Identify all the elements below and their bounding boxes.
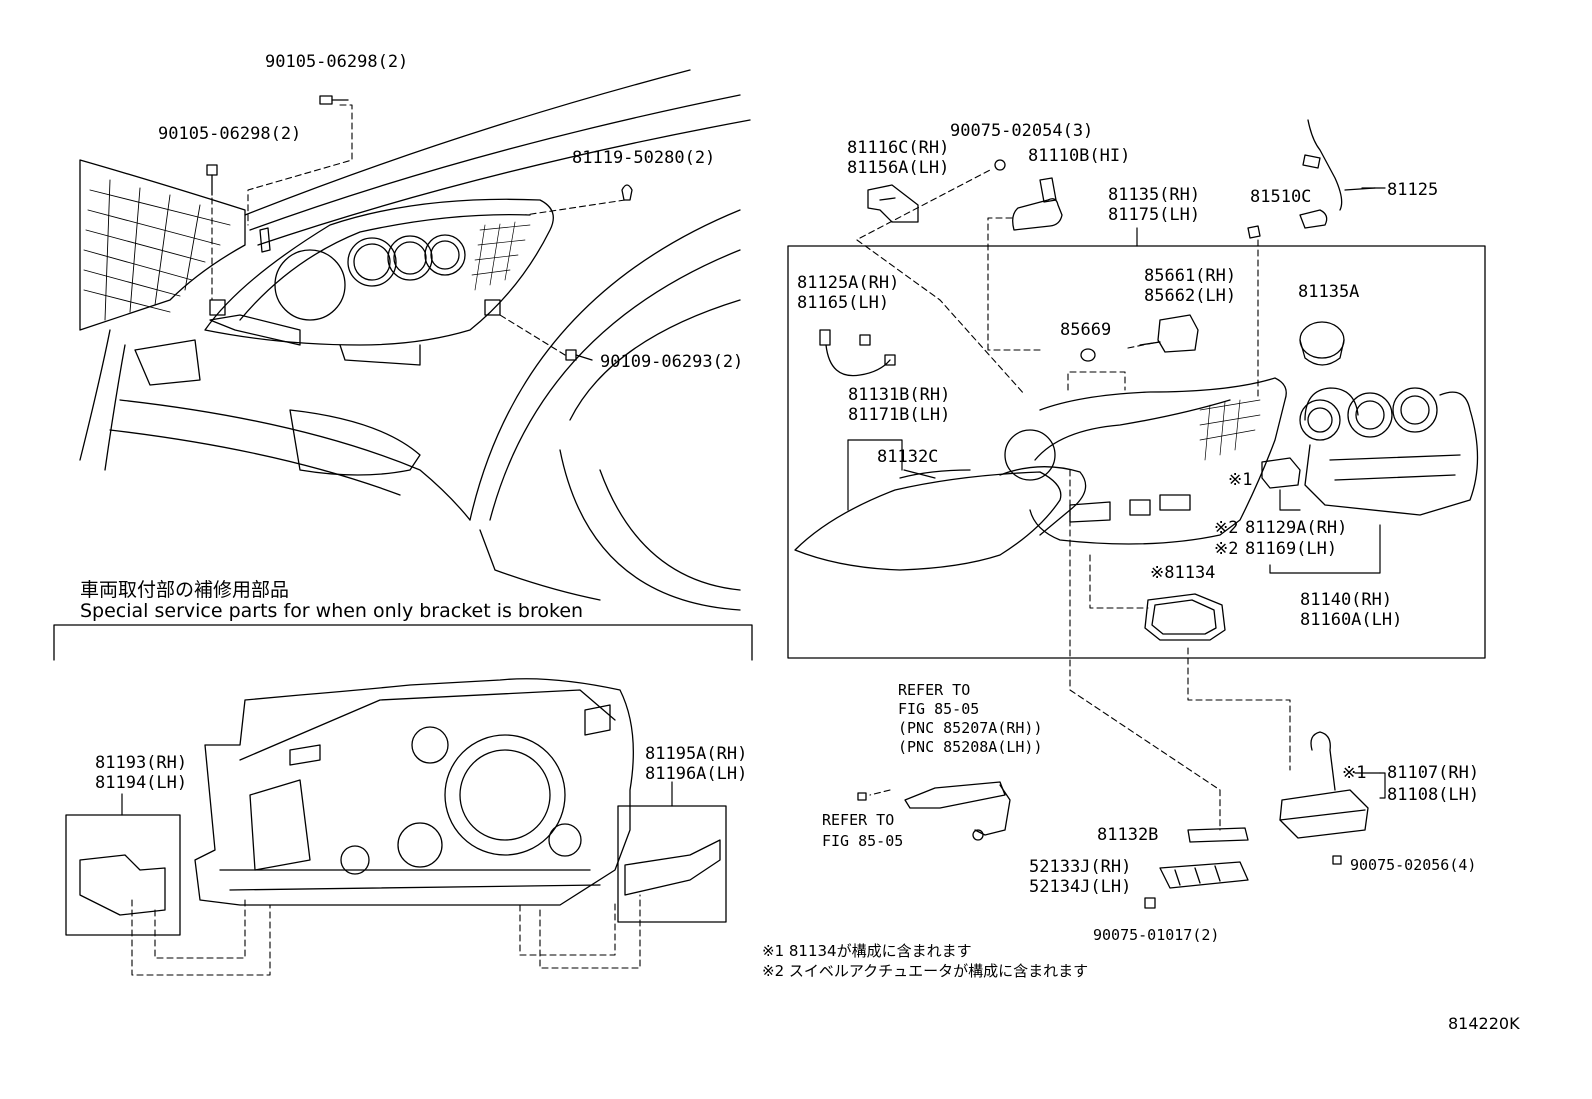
part-label-90075-02056[interactable]: 90075-02056(4) [1350,856,1477,874]
swivel-actuator-illustration [857,781,1011,841]
part-label-85661[interactable]: 85661(RH) [1144,266,1237,286]
ballast-81107-shape [1279,731,1369,865]
mark-note-1: ※1 [1228,470,1253,490]
headlamp-rear-illustration [194,678,634,906]
part-label-81510c[interactable]: 81510C [1250,187,1312,207]
part-label-81132b[interactable]: 81132B [1097,825,1159,845]
part-label-81135a[interactable]: 81135A [1298,282,1360,302]
part-label-81175[interactable]: 81175(LH) [1108,205,1201,225]
part-label-81119-50280[interactable]: 81119-50280(2) [572,148,716,168]
part-label-81134[interactable]: ※81134 [1150,563,1216,583]
vehicle-front-illustration [79,69,751,611]
part-label-81132c[interactable]: 81132C [877,447,939,467]
mark-note-2b: ※2 [1214,539,1239,559]
mark-note-2a: ※2 [1214,518,1239,538]
leader-lines-top-right [856,169,1291,831]
refer-note-1-line1: REFER TO [898,681,971,699]
part-label-81140[interactable]: 81140(RH) [1300,590,1393,610]
figure-id: 814220K [1448,1014,1520,1033]
part-label-81129a[interactable]: 81129A(RH) [1245,518,1348,538]
part-label-90105-06298-top[interactable]: 90105-06298(2) [265,52,409,72]
part-label-81160a[interactable]: 81160A(LH) [1300,610,1403,630]
bracket-right-shape [624,839,721,896]
refer-note-1-line2[interactable]: FIG 85-05 [898,700,980,718]
leader-lines-bottom-left [131,894,641,976]
part-label-81110b[interactable]: 81110B(HI) [1028,146,1131,166]
part-label-90105-06298-mid[interactable]: 90105-06298(2) [158,124,302,144]
part-label-85669[interactable]: 85669 [1060,320,1112,340]
part-label-81135[interactable]: 81135(RH) [1108,185,1201,205]
part-label-81125[interactable]: 81125 [1387,180,1439,200]
part-label-81107[interactable]: 81107(RH) [1387,763,1480,783]
part-label-81169[interactable]: 81169(LH) [1245,539,1338,559]
part-label-90109-06293[interactable]: 90109-06293(2) [600,352,744,372]
bracket-81132b-shape [1187,827,1249,843]
part-label-85662[interactable]: 85662(LH) [1144,286,1237,306]
bracket-box-left [65,814,181,936]
mark-note-1b: ※1 [1342,763,1367,783]
part-label-81195a[interactable]: 81195A(RH) [645,744,748,764]
footnote-2: ※2 スイベルアクチュエータが構成に含まれます [762,962,1089,980]
part-label-81196a[interactable]: 81196A(LH) [645,764,748,784]
part-label-81116c[interactable]: 81116C(RH) [847,138,950,158]
refer-note-1-line4: (PNC 85208A(LH)) [898,738,1043,756]
part-label-81108[interactable]: 81108(LH) [1387,785,1480,805]
bracket-left-shape [79,854,166,916]
refer-note-2-line2[interactable]: FIG 85-05 [822,832,904,850]
footnote-1: ※1 81134が構成に含まれます [762,942,972,960]
part-label-81131b[interactable]: 81131B(RH) [848,385,951,405]
part-label-81193[interactable]: 81193(RH) [95,753,188,773]
part-label-90075-01017[interactable]: 90075-01017(2) [1093,926,1220,944]
leader-lines-top-left [211,104,626,356]
bracket-52133j-shape [1144,861,1249,909]
section-title-en: Special service parts for when only brac… [80,600,584,622]
part-label-81165[interactable]: 81165(LH) [797,293,890,313]
section-title-jp: 車両取付部の補修用部品 [80,579,290,601]
refer-note-1-line3: (PNC 85207A(RH)) [898,719,1043,737]
part-label-81125a[interactable]: 81125A(RH) [797,273,900,293]
section-bracket [53,624,753,661]
part-label-81156a[interactable]: 81156A(LH) [847,158,950,178]
part-label-81194[interactable]: 81194(LH) [95,773,188,793]
refer-note-2-line1: REFER TO [822,811,895,829]
leader-lines-solid [847,187,1386,799]
headlamp-exploded-parts [794,119,1479,641]
part-label-81171b[interactable]: 81171B(LH) [848,405,951,425]
part-label-52133j[interactable]: 52133J(RH) [1029,857,1132,877]
part-label-90075-02054[interactable]: 90075-02054(3) [950,121,1094,141]
part-label-52134j[interactable]: 52134J(LH) [1029,877,1132,897]
